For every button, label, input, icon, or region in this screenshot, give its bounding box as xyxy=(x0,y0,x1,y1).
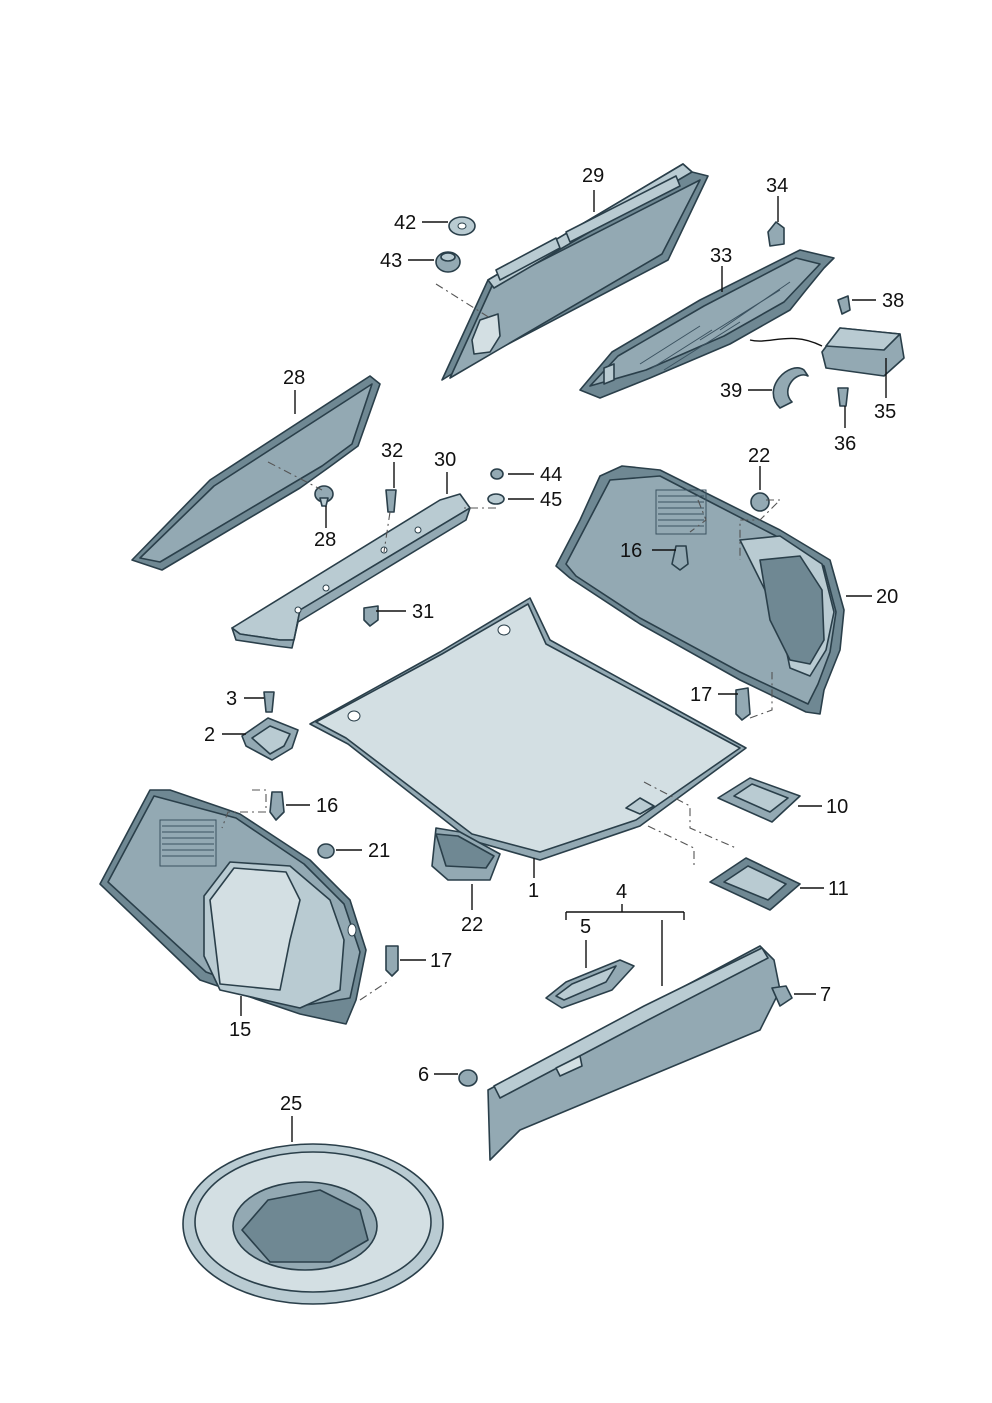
part-3-screw xyxy=(263,691,275,713)
part-5-bracket xyxy=(545,959,635,1009)
part-17-clip-upper xyxy=(735,687,751,721)
callout-38: 38 xyxy=(882,290,904,312)
callout-29: 28 xyxy=(314,529,336,551)
callout-39: 39 xyxy=(720,380,742,402)
callout-42: 42 xyxy=(394,212,416,234)
callout-17-upper: 17 xyxy=(690,684,712,706)
callout-34: 33 xyxy=(710,245,732,267)
callout-6: 6 xyxy=(418,1064,429,1086)
part-22-clip-lower xyxy=(317,843,335,859)
callout-2: 2 xyxy=(204,724,215,746)
callout-21: 22 xyxy=(461,914,483,936)
part-7-clip xyxy=(771,985,793,1007)
callout-10: 10 xyxy=(826,796,848,818)
callout-5: 5 xyxy=(580,916,591,938)
callout-16-upper: 16 xyxy=(620,540,642,562)
part-39-tie xyxy=(772,367,809,409)
part-21-tray xyxy=(431,827,501,881)
part-25-spare-wheel-insert xyxy=(182,1143,444,1305)
callout-37: 36 xyxy=(834,433,856,455)
callout-15: 15 xyxy=(229,1019,251,1041)
part-22-clip-upper xyxy=(750,492,770,512)
callout-1: 1 xyxy=(528,880,539,902)
part-38-screw xyxy=(837,295,851,315)
callout-3: 3 xyxy=(226,688,237,710)
part-34-trim xyxy=(579,249,835,399)
callout-44: 44 xyxy=(540,464,562,486)
leader-lines xyxy=(222,190,887,1142)
callout-22-lower: 21 xyxy=(368,840,390,862)
callout-16-lower: 16 xyxy=(316,795,338,817)
callout-25: 25 xyxy=(280,1093,302,1115)
part-44-nut xyxy=(490,468,504,480)
part-20-side-trim xyxy=(555,465,845,715)
callout-45: 45 xyxy=(540,489,562,511)
part-1-floor-mat xyxy=(309,597,747,861)
callout-30: 29 xyxy=(582,165,604,187)
callout-labels: 29 42 43 34 33 38 35 36 39 28 28 32 30 3… xyxy=(204,165,904,1115)
callout-31: 30 xyxy=(434,449,456,471)
part-16-clip-upper xyxy=(671,545,689,571)
part-6-nut xyxy=(458,1069,478,1087)
part-37-screw xyxy=(837,387,849,407)
part-4-sill-panel xyxy=(487,945,781,1161)
callout-28: 28 xyxy=(283,367,305,389)
callout-36: 35 xyxy=(874,401,896,423)
part-29-clip xyxy=(314,485,334,507)
part-42-washer xyxy=(448,216,476,236)
callout-20: 20 xyxy=(876,586,898,608)
callout-32: 31 xyxy=(412,601,434,623)
part-11-frame xyxy=(709,857,801,911)
callout-4: 4 xyxy=(616,881,627,903)
part-45-washer xyxy=(487,493,505,505)
callout-35: 34 xyxy=(766,175,788,197)
part-16-clip-lower xyxy=(269,791,285,821)
callout-7: 7 xyxy=(820,984,831,1006)
part-31-strip xyxy=(231,493,471,649)
callout-11: 11 xyxy=(828,878,849,900)
part-28-panel xyxy=(131,375,381,571)
callout-33: 32 xyxy=(381,440,403,462)
callout-22-upper: 22 xyxy=(748,445,770,467)
part-36-module xyxy=(749,327,905,377)
assembly-lines xyxy=(221,283,782,1001)
part-15-side-trim xyxy=(99,789,367,1025)
part-32-clip xyxy=(363,605,379,627)
part-43-clip xyxy=(435,251,461,273)
part-33-screw xyxy=(385,489,397,513)
part-17-clip-lower xyxy=(385,945,399,977)
callout-17-lower: 17 xyxy=(430,950,452,972)
part-2-cover xyxy=(241,717,299,761)
part-35-clip xyxy=(767,221,785,247)
part-30-panel xyxy=(441,163,709,381)
part-10-cover xyxy=(717,777,801,823)
callout-43: 43 xyxy=(380,250,402,272)
